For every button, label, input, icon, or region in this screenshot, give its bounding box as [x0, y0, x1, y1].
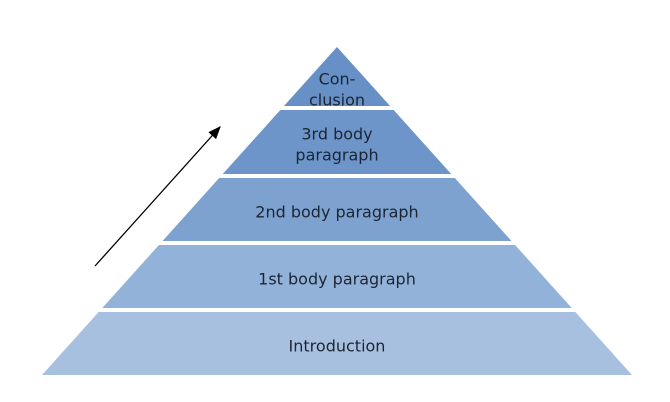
- pyramid-layer-label: 3rd body: [301, 125, 372, 144]
- pyramid-layer-0: [283, 47, 391, 106]
- pyramid-layer-3: [102, 245, 572, 308]
- pyramid-layer-label: Introduction: [289, 337, 386, 356]
- pyramid-layer-label: 1st body paragraph: [258, 270, 416, 289]
- pyramid-layer-2: [162, 178, 512, 241]
- pyramid-layer-label: clusion: [309, 91, 365, 110]
- upward-arrow: [94, 126, 221, 267]
- pyramid-layer-1: [222, 110, 452, 174]
- pyramid-layer-label: Con-: [319, 70, 356, 89]
- pyramid-layer-label: 2nd body paragraph: [255, 203, 418, 222]
- pyramid-layer-label: paragraph: [295, 146, 378, 165]
- pyramid-layer-4: [42, 312, 632, 375]
